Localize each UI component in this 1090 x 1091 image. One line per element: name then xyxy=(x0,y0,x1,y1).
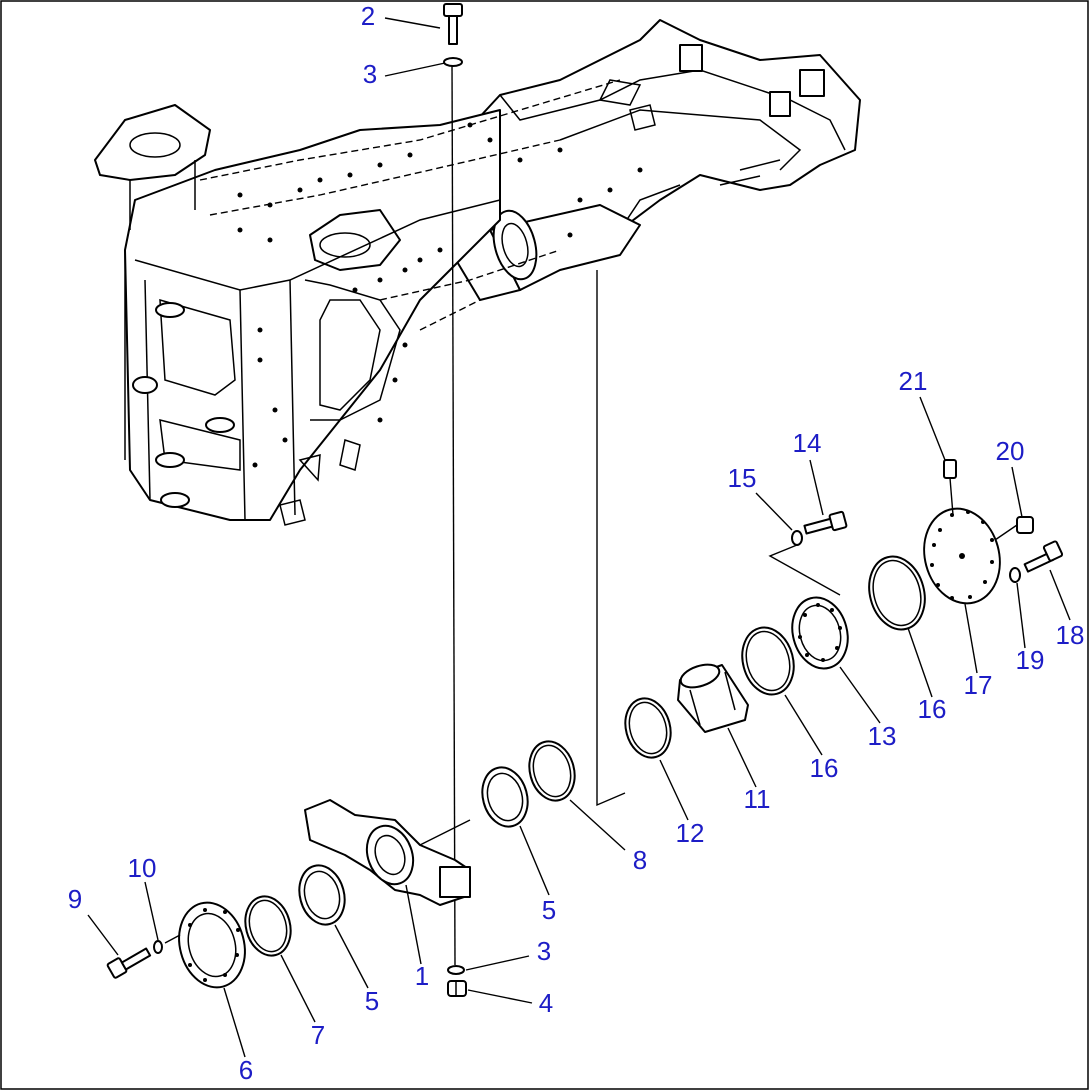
callout-5: 5 xyxy=(365,986,379,1016)
nut-part-4 xyxy=(447,980,467,997)
callout-2: 2 xyxy=(361,1,375,31)
main-frame xyxy=(94,19,861,526)
shim-part-16-right xyxy=(868,555,926,631)
callout-15: 15 xyxy=(728,463,757,493)
assembly-line-vertical xyxy=(451,61,456,966)
callouts: 2 3 21 14 20 15 18 19 17 16 13 16 11 12 … xyxy=(68,1,1085,1085)
washer-part-19 xyxy=(1009,567,1021,583)
bolt-part-14 xyxy=(803,510,848,535)
callout-12: 12 xyxy=(676,818,705,848)
callout-18: 18 xyxy=(1056,620,1085,650)
bolt-part-18 xyxy=(1023,540,1064,573)
sleeve-part-11 xyxy=(677,663,749,733)
callout-5: 5 xyxy=(542,895,556,925)
callout-20: 20 xyxy=(996,436,1025,466)
callout-14: 14 xyxy=(793,428,822,458)
callout-11: 11 xyxy=(744,784,771,814)
washer-part-3-top xyxy=(443,57,463,67)
cover-part-6 xyxy=(178,901,246,989)
callout-10: 10 xyxy=(128,853,157,883)
washer-part-15 xyxy=(791,530,803,546)
washer-part-10 xyxy=(153,940,163,954)
callout-6: 6 xyxy=(239,1055,253,1085)
shim-part-16-left xyxy=(741,626,795,696)
callout-4: 4 xyxy=(539,988,553,1018)
assembly-line-12 xyxy=(596,270,626,807)
callout-8: 8 xyxy=(633,845,647,875)
ring-part-12 xyxy=(624,697,672,759)
callout-9: 9 xyxy=(68,884,82,914)
callout-1: 1 xyxy=(415,961,429,991)
callout-16: 16 xyxy=(810,753,839,783)
bushing-part-5-rear xyxy=(481,766,529,828)
plate-part-13 xyxy=(791,596,849,670)
callout-13: 13 xyxy=(868,721,897,751)
callout-19: 19 xyxy=(1016,645,1045,675)
callout-7: 7 xyxy=(311,1020,325,1050)
washer-part-3-bottom xyxy=(447,965,465,975)
shim-part-7 xyxy=(244,895,292,957)
grease-fitting-part-21 xyxy=(943,459,957,516)
callout-16: 16 xyxy=(918,694,947,724)
pivot-bracket-part-1 xyxy=(304,799,471,906)
bolt-part-20 xyxy=(994,516,1034,541)
shim-part-8 xyxy=(528,740,576,802)
callout-3: 3 xyxy=(363,59,377,89)
bolt-part-2 xyxy=(443,3,463,45)
cover-part-17 xyxy=(923,507,1001,605)
callout-17: 17 xyxy=(964,670,993,700)
bolt-part-9 xyxy=(106,947,152,979)
leader-14-15-to-13 xyxy=(768,544,841,596)
callout-3: 3 xyxy=(537,936,551,966)
leader-lines xyxy=(87,17,1071,1058)
callout-21: 21 xyxy=(899,366,928,396)
bushing-part-5-front xyxy=(298,864,346,926)
